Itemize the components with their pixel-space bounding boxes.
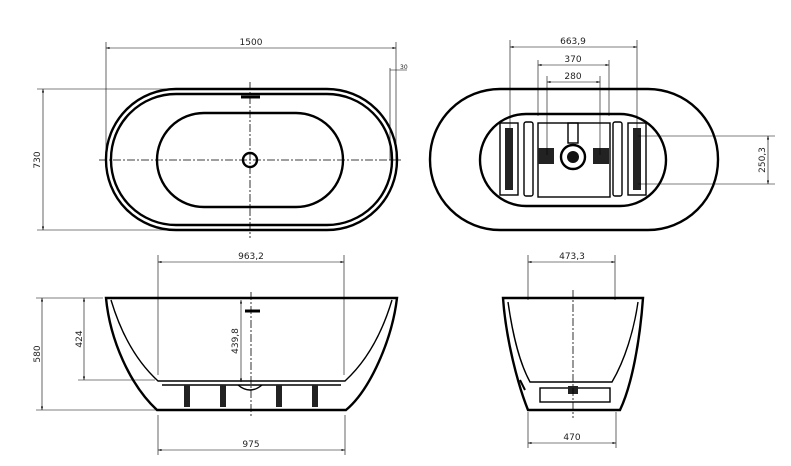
tub-outer-outline [428,87,720,232]
top-plan-view: 1500 730 30 [33,38,408,238]
dim-end-base-label: 470 [563,433,580,443]
foot-left [505,128,513,190]
tub-base-outline [478,112,668,208]
foot-right [633,128,641,190]
dim-feet-inner-label: 280 [564,72,581,82]
dim-top-inner-label: 963,2 [238,252,264,262]
dim-inner-depth-label: 424 [75,330,85,347]
side-elevation-view: 963,2 580 424 439,8 975 [33,252,399,455]
dim-base-length-label: 975 [242,440,259,450]
dim-end-top-label: 473,3 [559,252,585,262]
dim-length-label: 1500 [240,38,263,48]
foot-center-right [593,148,609,164]
dim-feet-span-label: 663,9 [560,37,586,47]
dim-plate-label: 370 [564,55,581,65]
dim-feet-depth-label: 250,3 [758,147,768,173]
dim-overflow-label: 439,8 [231,328,241,354]
feet [184,385,318,407]
tub-outer-rim [104,87,399,232]
dim-height-label: 580 [33,345,43,362]
tub-inner-rim [109,92,394,227]
end-elevation-view: 473,3 470 [501,252,645,448]
bottom-plan-view: 663,9 370 280 250,3 [428,37,775,232]
foot-center-left [538,148,554,164]
drain-icon [559,143,587,171]
tub-side-outline [104,296,399,412]
dim-rim-label: 30 [400,64,408,71]
tub-end-outline [501,296,645,412]
dim-width-label: 730 [33,151,43,168]
